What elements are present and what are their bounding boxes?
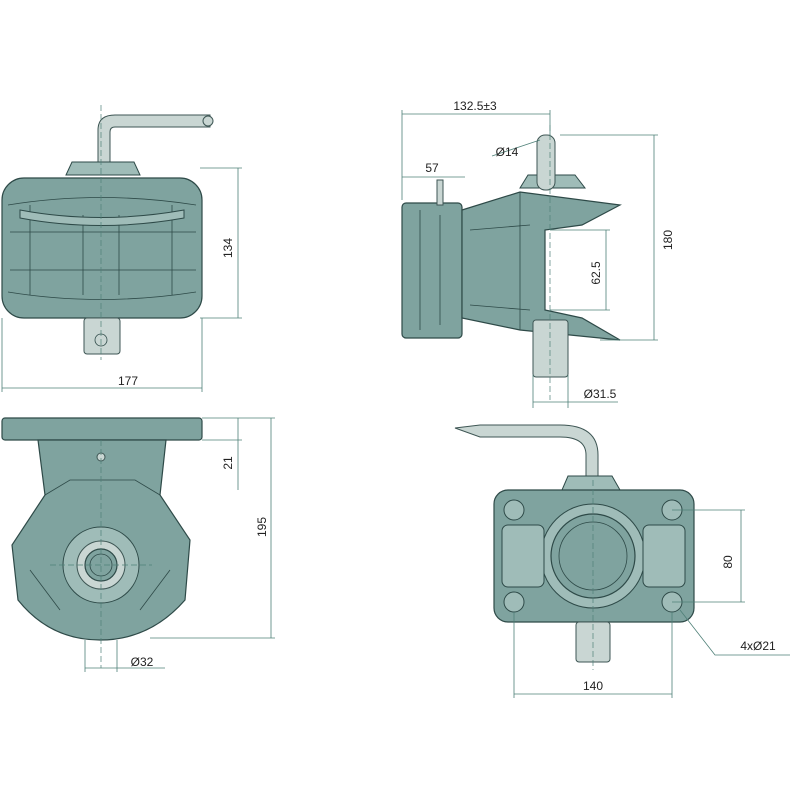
dim-flange-thickness: 21	[221, 456, 235, 470]
dim-height-front: 134	[221, 238, 235, 258]
dim-width-front: 177	[118, 374, 138, 388]
dim-bolt-dia-side: Ø31.5	[584, 387, 617, 401]
dim-length-side: 132.5±3	[453, 99, 497, 113]
dim-hole-spacing-h: 140	[583, 679, 603, 693]
top-view: 80 4xØ21 140	[454, 424, 790, 698]
dim-height-side: 180	[661, 230, 675, 250]
dim-holes: 4xØ21	[740, 639, 776, 653]
dim-flange-side: 57	[425, 161, 439, 175]
bottom-view: 21 195 Ø32	[1, 417, 275, 672]
front-view: 177 134	[1, 105, 242, 392]
dim-height-bottom: 195	[255, 517, 269, 537]
dim-jaw-opening: 62.5	[589, 261, 603, 285]
dim-hole-spacing-v: 80	[721, 555, 735, 569]
dim-bore-dia: Ø32	[131, 655, 154, 669]
dim-pin-dia: Ø14	[496, 145, 519, 159]
side-view: 132.5±3 57 Ø14 180 62.5 Ø31.5	[401, 99, 675, 408]
